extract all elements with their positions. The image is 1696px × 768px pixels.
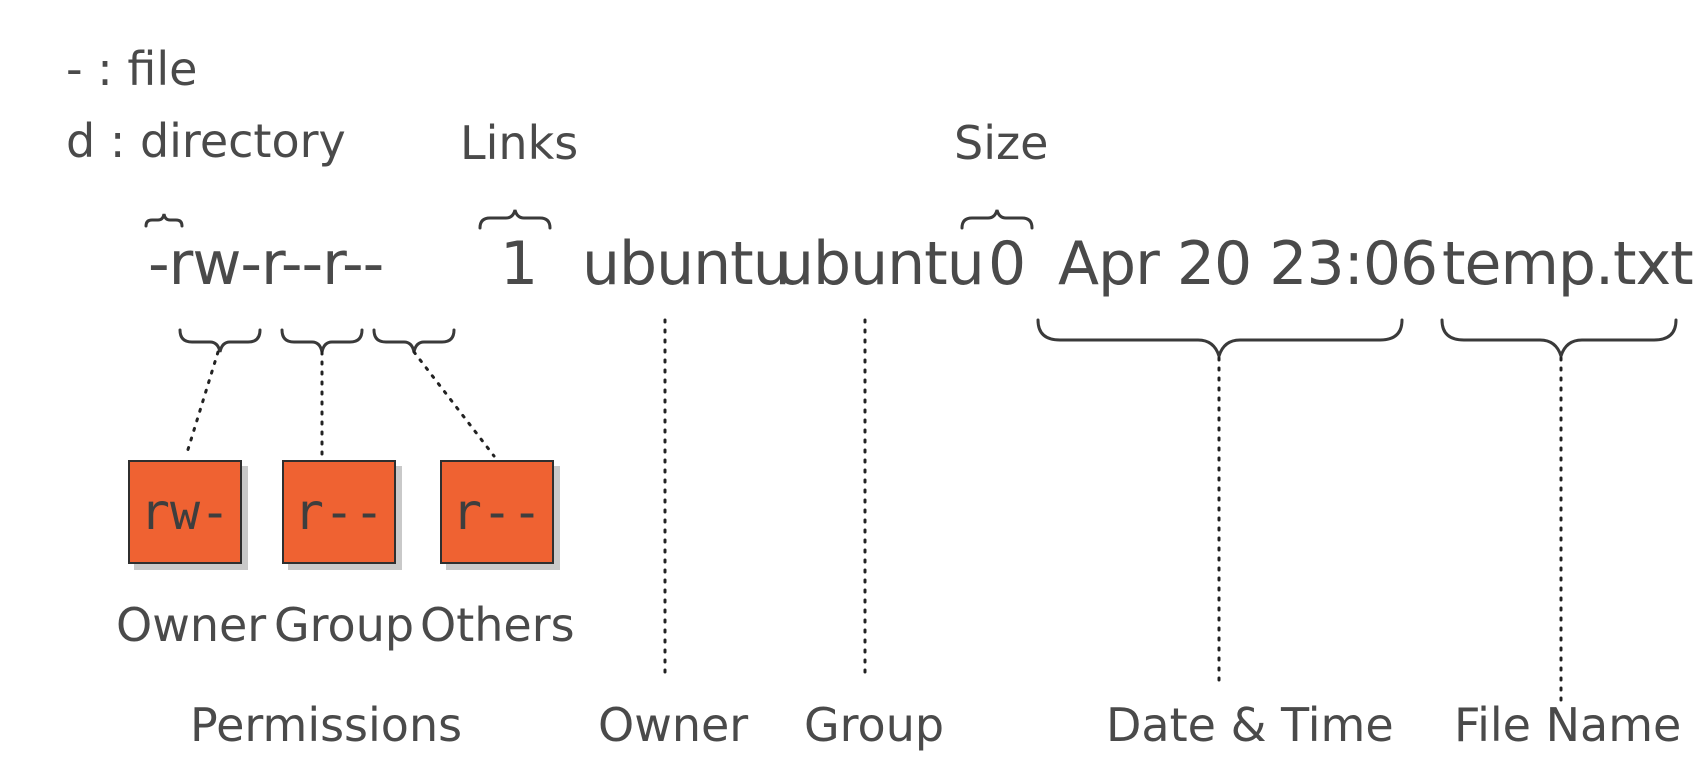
size-brace <box>960 209 1034 230</box>
legend-file: - : file <box>66 42 198 96</box>
legend-directory: d : directory <box>66 114 346 168</box>
link-count: 1 <box>500 229 538 299</box>
others-perm-dots <box>412 350 496 458</box>
permissions-string: -rw-r--r-- <box>148 229 384 299</box>
permissions-label: Permissions <box>190 698 463 752</box>
others-perm-brace <box>372 328 456 353</box>
group-permission-box: r-- <box>282 460 396 564</box>
others-perm-label: Others <box>420 598 575 652</box>
filename-label: File Name <box>1454 698 1682 752</box>
owner-perm-dots <box>184 350 220 458</box>
others-permission-box: r-- <box>440 460 554 564</box>
links-label: Links <box>460 116 579 170</box>
owner-permission-box: rw- <box>128 460 242 564</box>
group-perm-label: Group <box>274 598 415 652</box>
group-name: ubuntu <box>776 229 985 299</box>
file-name: temp.txt <box>1442 229 1694 299</box>
modified-datetime: Apr 20 23:06 <box>1058 229 1438 299</box>
size-label: Size <box>954 116 1049 170</box>
group-label: Group <box>804 698 945 752</box>
datetime-label: Date & Time <box>1106 698 1394 752</box>
filetype-brace <box>144 213 184 228</box>
owner-perm-brace <box>178 328 262 353</box>
owner-name: ubuntu <box>582 229 791 299</box>
group-perm-brace <box>280 328 364 353</box>
owner-label: Owner <box>598 698 749 752</box>
links-brace <box>478 209 552 230</box>
filename-brace <box>1440 318 1678 362</box>
owner-perm-label: Owner <box>116 598 267 652</box>
file-size: 0 <box>988 229 1026 299</box>
datetime-brace <box>1036 318 1404 362</box>
